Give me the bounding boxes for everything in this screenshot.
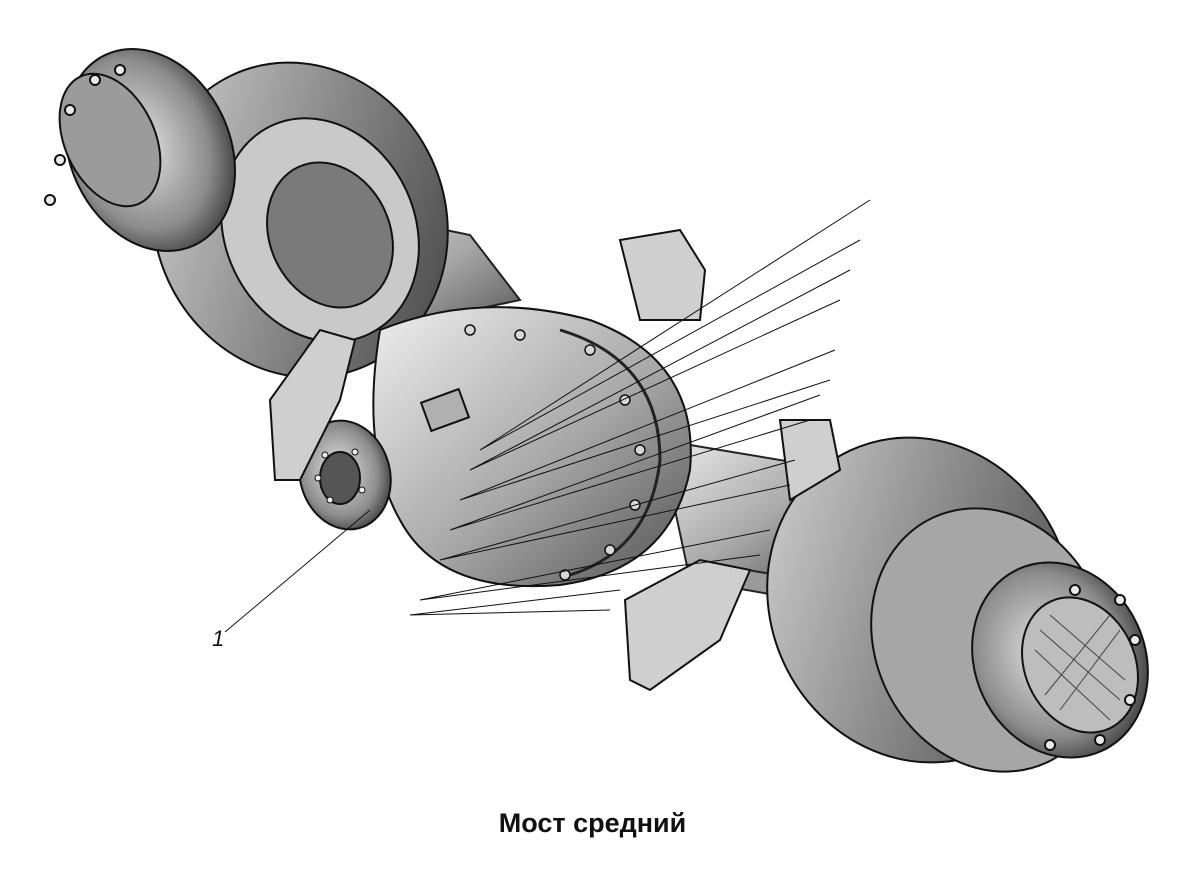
input-flange bbox=[298, 419, 392, 531]
left-wheel-hub bbox=[44, 48, 449, 379]
right-wheel-hub bbox=[766, 436, 1149, 773]
callout-label-1: 1 bbox=[212, 626, 225, 651]
mounting-brackets bbox=[268, 228, 842, 692]
leader-lines bbox=[224, 199, 871, 633]
differential-housing bbox=[372, 306, 692, 588]
page-caption: Мост средний bbox=[498, 808, 687, 838]
